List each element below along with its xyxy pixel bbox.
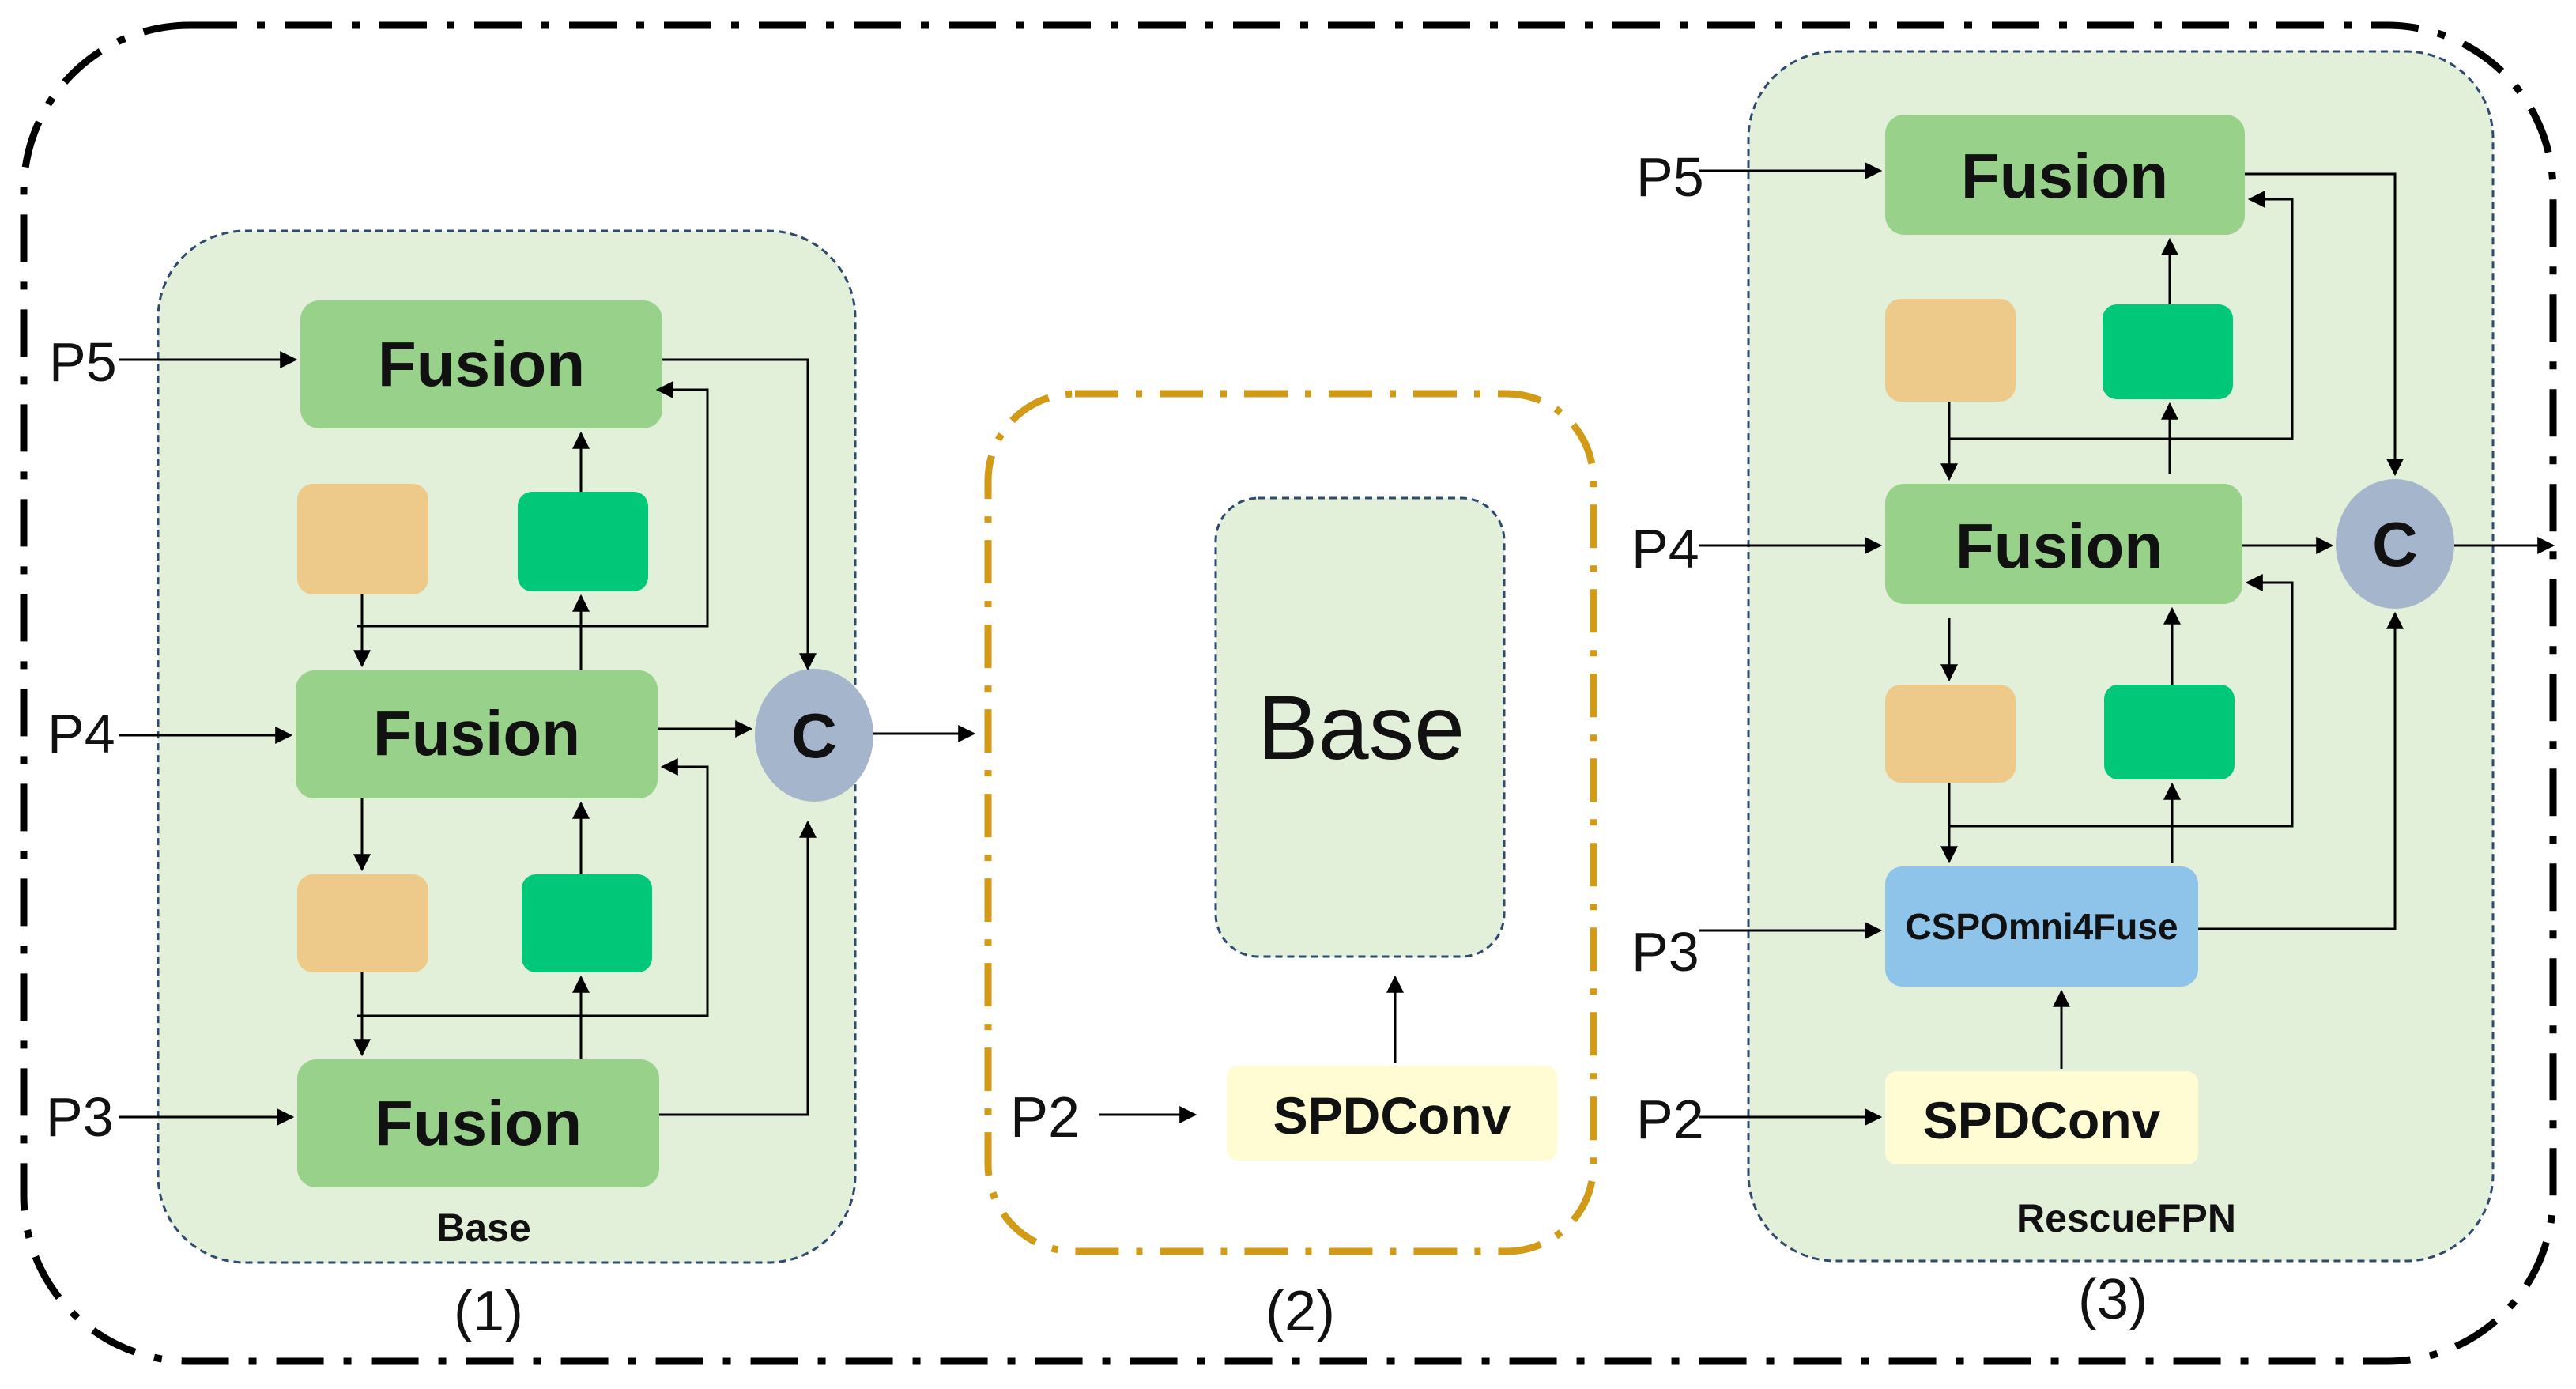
conv-block — [518, 492, 648, 591]
input-label-p4: P4 — [47, 703, 115, 764]
csp-block — [1885, 866, 2198, 987]
input-label-p3: P3 — [46, 1086, 114, 1148]
arrow — [1949, 191, 2294, 440]
input-label-p5: P5 — [49, 331, 117, 393]
fusion-label: Fusion — [373, 698, 580, 768]
fusion-label: Fusion — [1961, 141, 2168, 211]
spdconv-label: SPDConv — [1273, 1086, 1511, 1145]
fusion-label: Fusion — [378, 329, 585, 399]
spdconv-label: SPDConv — [1923, 1091, 2161, 1149]
arrow — [357, 758, 709, 1017]
panel-3-rescuefpn: Fusion Fusion CSPOmni4Fuse SPDConv C Res… — [1631, 50, 2555, 1331]
panel-2: Base SPDConv P2 (2) — [984, 390, 1597, 1343]
input-label-p2: P2 — [1010, 1086, 1080, 1149]
base-block — [1214, 496, 1506, 958]
upsample-block — [297, 484, 428, 594]
concat-label: C — [2372, 509, 2418, 579]
upsample-block — [1885, 685, 2016, 783]
fusion-block-p5 — [300, 300, 662, 428]
fusion-block-p4 — [296, 670, 658, 798]
arrow — [2198, 611, 2404, 930]
concat-circle — [2336, 479, 2454, 609]
outer-frame — [20, 21, 2557, 1365]
spdconv-block — [1227, 1066, 1557, 1161]
fusion-block-p3 — [297, 1059, 659, 1187]
input-label-p2: P2 — [1636, 1089, 1704, 1150]
concat-label: C — [791, 700, 837, 771]
panel-2-container — [984, 390, 1597, 1255]
panel-2-number: (2) — [1265, 1280, 1335, 1343]
fusion-label: Fusion — [1956, 511, 2163, 581]
csp-label: CSPOmni4Fuse — [1905, 906, 2178, 947]
conv-block — [2104, 685, 2235, 779]
upsample-block — [1885, 299, 2016, 402]
panel-1-number: (1) — [454, 1280, 523, 1343]
panel-3-number: (3) — [2078, 1268, 2148, 1331]
input-label-p4: P4 — [1631, 518, 1699, 579]
upsample-block — [297, 874, 428, 972]
fusion-label: Fusion — [375, 1088, 582, 1158]
panel-3-caption: RescueFPN — [2016, 1196, 2236, 1240]
panel-1-base: Fusion Fusion Fusion C Base (1) P5 P4 P3 — [46, 229, 976, 1343]
arrow — [1949, 574, 2294, 828]
fusion-block-p4 — [1885, 484, 2242, 604]
input-label-p3: P3 — [1631, 921, 1699, 983]
concat-circle — [755, 669, 873, 802]
arrow — [662, 358, 817, 671]
conv-block — [522, 874, 652, 972]
arrow — [2245, 172, 2404, 477]
conv-block — [2103, 304, 2233, 399]
fusion-block-p5 — [1885, 115, 2245, 235]
arrow — [357, 381, 709, 628]
input-label-p5: P5 — [1636, 146, 1704, 208]
base-label: Base — [1258, 678, 1465, 779]
arrow — [659, 820, 817, 1116]
panel-1-caption: Base — [436, 1206, 531, 1250]
spdconv-block — [1885, 1071, 2198, 1164]
